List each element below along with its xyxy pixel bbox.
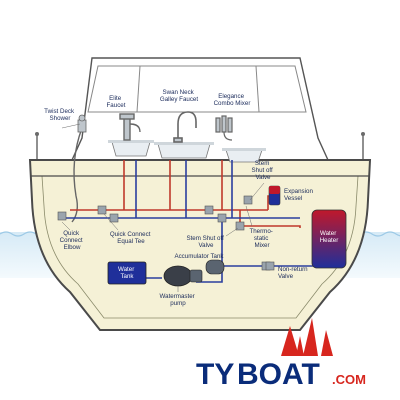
galley-basin xyxy=(157,143,211,159)
label-accumulator-tank: Accumulator Tank xyxy=(174,253,224,260)
label-watermaster-pump: Watermaster pump xyxy=(160,293,197,307)
galley-counter xyxy=(154,142,214,145)
label-thermostatic-mixer: Thermo- static Mixer xyxy=(249,228,274,249)
hull-inner xyxy=(41,175,359,319)
elegance-mixer-icon xyxy=(215,115,233,141)
label-twist-deck-shower: Twist Deck Shower xyxy=(44,108,76,122)
swan-neck-faucet-icon xyxy=(173,111,197,143)
brand-boat: BOAT xyxy=(237,358,320,391)
tyboat-logo: TY BOAT .COM xyxy=(196,318,366,391)
non-return-valve xyxy=(265,261,275,271)
label-water-heater: Water Heater xyxy=(320,230,339,244)
label-water-tank: Water Tank xyxy=(118,266,136,280)
cabin-windows xyxy=(87,65,307,113)
watermaster-pump-icon xyxy=(163,265,203,287)
left-rail-knob xyxy=(35,132,39,136)
window-divider-2 xyxy=(255,65,260,113)
water-tank xyxy=(107,261,147,285)
window-divider-1 xyxy=(136,65,141,113)
brand-com: .COM xyxy=(332,372,366,387)
label-stem-shutoff-lower: Stem Shut off Valve xyxy=(186,235,225,249)
label-stem-shutoff-upper: Stem Shut off Valve xyxy=(252,160,275,181)
leader-lines xyxy=(61,123,265,292)
label-elegance-mixer: Elegance Combo Mixer xyxy=(214,93,251,107)
elite-basin xyxy=(111,141,151,157)
hull xyxy=(28,159,372,331)
label-swan-neck: Swan Neck Galley Faucet xyxy=(160,89,198,103)
twist-deck-shower-icon xyxy=(71,114,87,223)
accumulator-tank-icon xyxy=(205,259,225,275)
label-non-return-valve: Non-return Valve xyxy=(278,266,309,280)
right-rail-knob xyxy=(361,132,365,136)
elite-faucet-icon xyxy=(119,113,141,141)
expansion-vessel-top xyxy=(269,186,280,194)
label-quick-connect-tee: Quick Connect Equal Tee xyxy=(110,231,152,245)
brand-ty: TY xyxy=(196,358,234,391)
sail-logo-icon xyxy=(281,318,333,356)
label-expansion-vessel: Expansion Vessel xyxy=(284,188,315,202)
label-elite-faucet: Elite Faucet xyxy=(107,95,126,109)
combo-counter xyxy=(222,148,266,151)
water-heater xyxy=(311,209,347,269)
label-quick-connect-elbow: Quick Connect Elbow xyxy=(60,230,85,251)
elite-counter xyxy=(108,140,154,143)
